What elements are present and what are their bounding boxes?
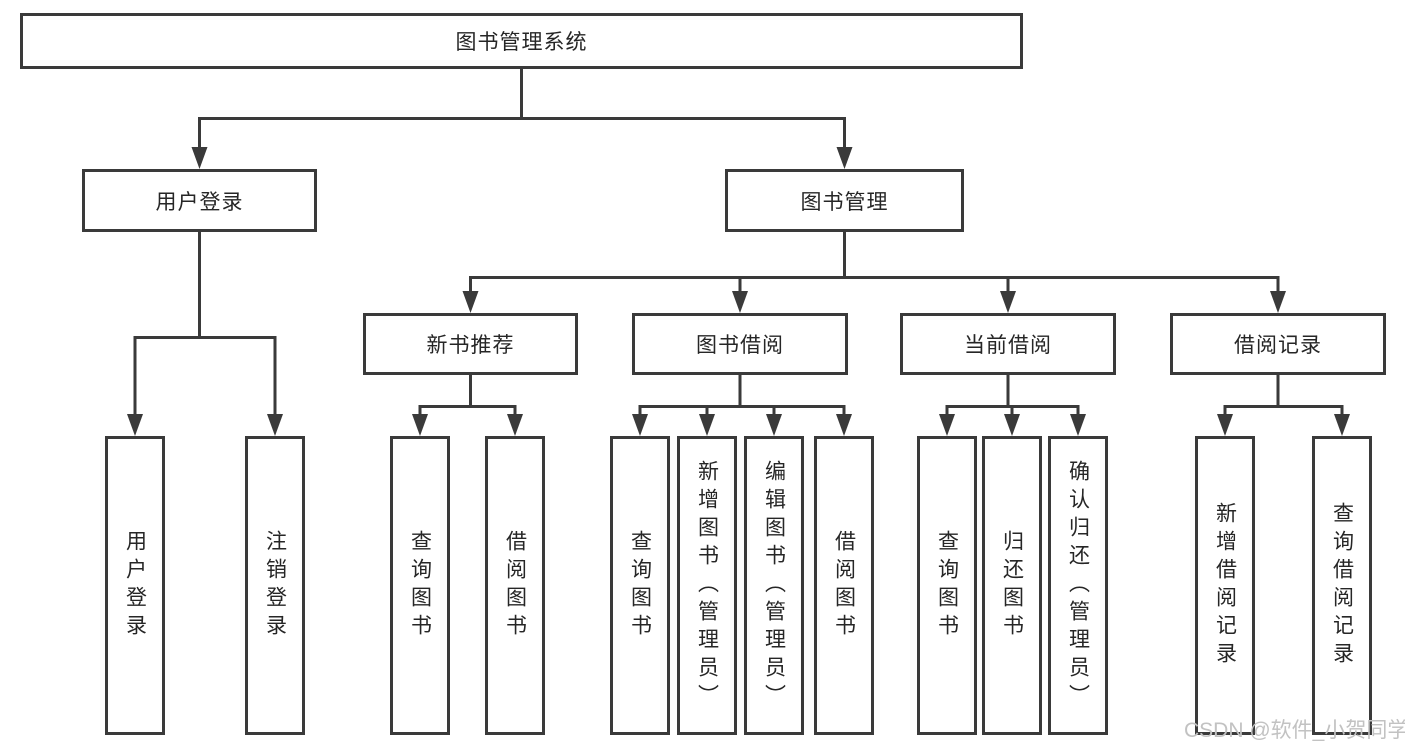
node-borrow-records: 借阅记录 [1170,313,1386,375]
edge-root-to-level2 [191,69,853,169]
arrow-down-icon [507,414,523,436]
leaf-label: 查询借阅记录 [1330,501,1354,670]
leaf-borrow-book-1: 借阅图书 [485,436,545,735]
edge-borrow-records-children [1217,374,1350,436]
leaf-return-book: 归还图书 [982,436,1042,735]
arrow-down-icon [939,414,955,436]
leaf-query-book-2: 查询图书 [610,436,670,735]
node-root-label: 图书管理系统 [455,31,588,54]
arrow-down-icon [1004,414,1020,436]
leaf-label: 归还图书 [1000,529,1024,642]
arrow-down-icon [1070,414,1086,436]
node-book-mgmt: 图书管理 [725,169,964,232]
leaf-label: 用户登录 [123,529,147,642]
edge-current-borrow-children [939,374,1086,436]
node-root: 图书管理系统 [20,13,1023,69]
arrow-down-icon [1334,414,1350,436]
arrow-down-icon [267,414,283,436]
leaf-label: 新增图书（管理员） [695,459,719,712]
edge-book-borrow-children [632,374,852,436]
csdn-watermark: CSDN @软件_小贺同学 [1184,719,1405,742]
leaf-label: 注销登录 [263,529,287,642]
node-current-borrow: 当前借阅 [900,313,1116,375]
node-label: 借阅记录 [1234,334,1322,357]
leaf-query-borrow-record: 查询借阅记录 [1312,436,1372,735]
arrow-down-icon [732,291,748,313]
leaf-borrow-book-2: 借阅图书 [814,436,874,735]
node-label: 图书借阅 [696,334,784,357]
leaf-label: 借阅图书 [503,529,527,642]
arrow-down-icon [1217,414,1233,436]
arrow-down-icon [1270,291,1286,313]
node-new-book-rec: 新书推荐 [363,313,578,375]
arrow-down-icon [412,414,428,436]
leaf-query-book-1: 查询图书 [390,436,450,735]
node-label: 当前借阅 [964,334,1052,357]
arrow-down-icon [766,414,782,436]
leaf-user-login: 用户登录 [105,436,165,735]
arrow-down-icon [836,147,853,169]
arrow-down-icon [1000,291,1016,313]
node-book-borrow: 图书借阅 [632,313,848,375]
leaf-edit-book-admin: 编辑图书（管理员） [744,436,804,735]
node-label: 用户登录 [155,190,244,214]
edge-book-mgmt-children [462,232,1286,313]
leaf-label: 查询图书 [628,529,652,642]
arrow-down-icon [836,414,852,436]
leaf-add-book-admin: 新增图书（管理员） [677,436,737,735]
leaf-logout: 注销登录 [245,436,305,735]
leaf-add-borrow-record: 新增借阅记录 [1195,436,1255,735]
edge-user-login-children [127,232,283,436]
leaf-label: 确认归还（管理员） [1066,459,1090,712]
leaf-label: 查询图书 [408,529,432,642]
leaf-confirm-return-admin: 确认归还（管理员） [1048,436,1108,735]
arrow-down-icon [462,291,479,313]
leaf-label: 新增借阅记录 [1213,501,1237,670]
leaf-label: 查询图书 [935,529,959,642]
node-user-login-group: 用户登录 [82,169,317,232]
arrow-down-icon [127,414,143,436]
arrow-down-icon [699,414,715,436]
node-label: 新书推荐 [426,334,515,357]
edge-new-book-rec-children [412,374,523,436]
node-label: 图书管理 [800,190,889,214]
leaf-label: 借阅图书 [832,529,856,642]
leaf-query-book-3: 查询图书 [917,436,977,735]
leaf-label: 编辑图书（管理员） [762,459,786,712]
arrow-down-icon [191,147,208,169]
arrow-down-icon [632,414,648,436]
